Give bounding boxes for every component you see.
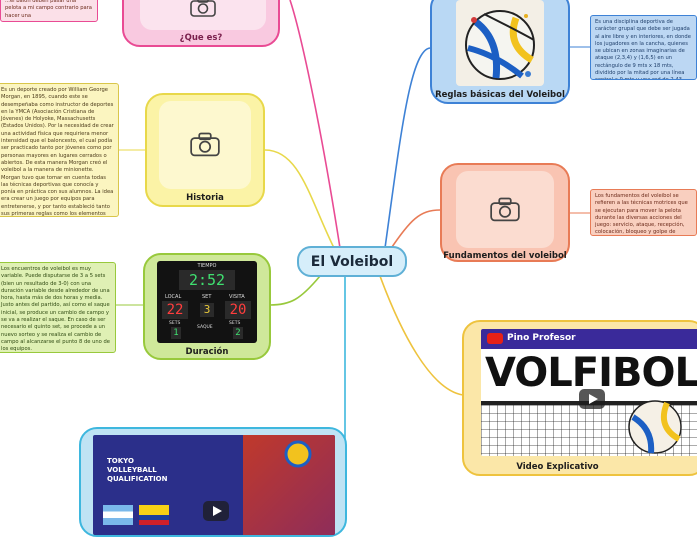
scoreboard-set: SET [202, 294, 212, 300]
camera-icon [190, 0, 216, 17]
tokyo-line1: TOKYO [107, 457, 134, 465]
image-placeholder [140, 0, 266, 30]
scoreboard-sets-label-right: SETS [229, 321, 241, 326]
que-es-note: ...el balón deben pasar una pelota a mi … [0, 0, 98, 22]
fundamentos-node[interactable]: Fundamentos del voleibol [440, 163, 570, 262]
tokyo-line2: VOLLEYBALL [107, 466, 157, 474]
duracion-label: Duración [185, 347, 229, 357]
historia-node[interactable]: Historia [145, 93, 265, 207]
volleyball-icon [284, 440, 312, 468]
reglas-node[interactable]: Reglas básicas del Voleibol [430, 0, 570, 104]
connector-lines [116, 0, 590, 520]
duracion-note: Los encuentros de voleibol es muy variab… [0, 262, 116, 353]
tokyo-video-thumbnail[interactable]: TOKYO VOLLEYBALL QUALIFICATION [93, 435, 335, 535]
duracion-node[interactable]: TIEMPO 2:52 LOCAL SET VISITA 22 3 20 SET… [143, 253, 271, 360]
thumbnail-banner [481, 329, 697, 349]
que-es-node[interactable]: ¿Que es? [122, 0, 280, 47]
tokyo-title: TOKYO VOLLEYBALL QUALIFICATION [107, 457, 168, 484]
scoreboard-saque: SAQUE [197, 325, 213, 330]
volleyball-icon [465, 10, 535, 80]
image-placeholder [456, 171, 554, 248]
scoreboard-tiempo: TIEMPO [197, 263, 217, 269]
video-thumbnail[interactable]: Pino Profesor VOLFIBOL [481, 329, 697, 456]
video-title-text: VOLFIBOL [485, 350, 697, 396]
reglas-note: Es una disciplina deportiva de carácter … [590, 15, 697, 80]
fundamentos-label: Fundamentos del voleibol [443, 251, 567, 261]
youtube-icon [487, 333, 503, 344]
argentina-flag [103, 505, 133, 525]
video-label: Video Explicativo [464, 462, 697, 472]
volleyball-image [456, 0, 544, 86]
scoreboard-image: TIEMPO 2:52 LOCAL SET VISITA 22 3 20 SET… [157, 261, 257, 343]
scoreboard-score-visita: 20 [225, 301, 251, 319]
tokyo-video-node[interactable]: TOKYO VOLLEYBALL QUALIFICATION [79, 427, 347, 537]
fundamentos-note: Los fundamentos del voleibol se refieren… [590, 189, 697, 236]
image-placeholder [159, 101, 251, 189]
colombia-flag [139, 505, 169, 525]
video-label-text: Video Explicativo [516, 462, 599, 472]
scoreboard-sets-visita: 2 [233, 327, 243, 339]
scoreboard-score-local: 22 [162, 301, 188, 319]
scoreboard-sets-local: 1 [171, 327, 181, 339]
video-channel-name: Pino Profesor [507, 333, 576, 343]
que-es-label: ¿Que es? [179, 33, 223, 43]
scoreboard-visita: VISITA [229, 294, 245, 300]
reglas-label: Reglas básicas del Voleibol [435, 90, 565, 100]
scoreboard-local: LOCAL [165, 294, 182, 300]
scoreboard-sets-label-left: SETS [169, 321, 181, 326]
central-topic[interactable]: El Voleibol [297, 246, 407, 277]
play-button[interactable] [579, 389, 605, 409]
historia-note: Es un deporte creado por William George … [0, 83, 119, 217]
scoreboard-set-num: 3 [200, 303, 214, 317]
video-node[interactable]: Pino Profesor VOLFIBOL Video Explicativo [462, 320, 697, 476]
play-button[interactable] [203, 501, 229, 521]
camera-icon [490, 197, 520, 221]
scoreboard-clock: 2:52 [179, 270, 235, 290]
tokyo-line3: QUALIFICATION [107, 475, 168, 483]
historia-label: Historia [186, 193, 224, 203]
camera-icon [190, 132, 220, 157]
